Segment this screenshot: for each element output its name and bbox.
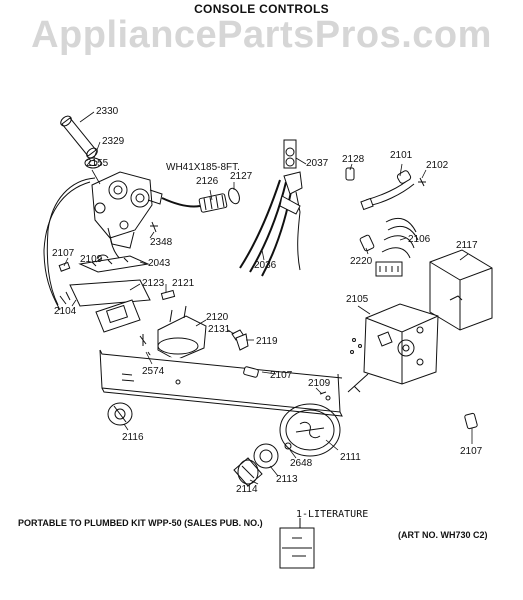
callout-2109-lower: 2109 [308,378,331,389]
callout-2107-left: 2107 [52,248,75,259]
callout-2648: 2648 [290,458,313,469]
callout-2036: 2036 [254,260,277,271]
part-timer-screws [347,338,369,393]
part-harness-2106 [375,217,419,277]
callout-2116: 2116 [122,432,144,443]
callout-2574: 2574 [142,366,165,377]
part-cover-2117 [429,249,493,331]
art-number-note: (ART NO. WH730 C2) [398,530,488,540]
part-2107-right [464,412,478,430]
part-2648 [284,442,292,450]
callout-2037: 2037 [306,158,329,169]
part-knob-2113 [253,443,279,469]
callout-2101: 2101 [390,150,413,161]
callout-2105: 2105 [346,294,369,305]
callout-2107-mid: 2107 [270,370,293,381]
callout-2121: 2121 [172,278,195,289]
callout-2330: 2330 [96,106,119,117]
part-2128 [345,167,355,181]
part-2109-lower [319,391,327,395]
part-dial-2111 [279,403,341,457]
part-2107-left [58,261,71,272]
part-clamp-2127 [228,187,240,205]
diagram-title: CONSOLE CONTROLS [194,2,329,16]
callout-2102: 2102 [426,160,449,171]
part-washer-2329 [84,157,102,169]
callout-2109-upper: 2109 [80,254,103,265]
callout-2131: 2131 [208,324,231,335]
part-screw-2102 [418,177,426,187]
part-knob-adapter-2119 [235,333,249,351]
callout-2043: 2043 [148,258,171,269]
callout-2117: 2117 [456,240,478,251]
callout-2104: 2104 [54,306,77,317]
part-2107-mid [243,366,259,378]
callout-2106: 2106 [408,234,431,245]
part-knob-2116 [107,402,133,426]
part-bracket-2121 [160,289,176,301]
part-water-valve-2155 [91,171,163,249]
part-plug-2220 [359,234,375,252]
callout-2120: 2120 [206,312,229,323]
callout-2128: 2128 [342,154,365,165]
part-harness-2036 [239,179,301,277]
part-connector-2109 [97,254,109,259]
part-bracket-2123 [59,279,151,333]
callout-2113: 2113 [276,474,298,485]
part-fuse-2101 [360,170,415,211]
callout-2107-right: 2107 [460,446,483,457]
part-fill-hose-2126 [161,193,228,213]
part-switch-2120 [157,305,207,361]
part-screw-2348 [150,221,158,233]
callout-wh41x185: WH41X185-8FT. [166,162,240,173]
callout-2155: 2155 [86,158,109,169]
leader-lines [63,111,473,485]
callout-2348: 2348 [150,237,173,248]
callout-2114: 2114 [236,484,258,495]
watermark: AppliancePartsPros.com [31,14,492,56]
callout-2220: 2220 [350,256,373,267]
part-hose-2330 [60,115,98,159]
literature-packet-icon [279,518,315,569]
part-terminal-block-2043 [78,255,150,273]
callout-2123: 2123 [142,278,165,289]
literature-label: 1-LITERATURE [296,509,369,520]
part-connector-2037 [279,139,303,215]
portable-kit-note: PORTABLE TO PLUMBED KIT WPP-50 (SALES PU… [18,518,263,528]
callout-2126: 2126 [196,176,219,187]
callout-2111: 2111 [340,452,361,463]
part-knob-2114 [233,457,263,487]
callout-2127: 2127 [230,171,253,182]
callout-2119: 2119 [256,336,278,347]
callout-2329: 2329 [102,136,125,147]
part-timer-2105 [363,303,439,385]
part-console-panel [99,349,343,417]
